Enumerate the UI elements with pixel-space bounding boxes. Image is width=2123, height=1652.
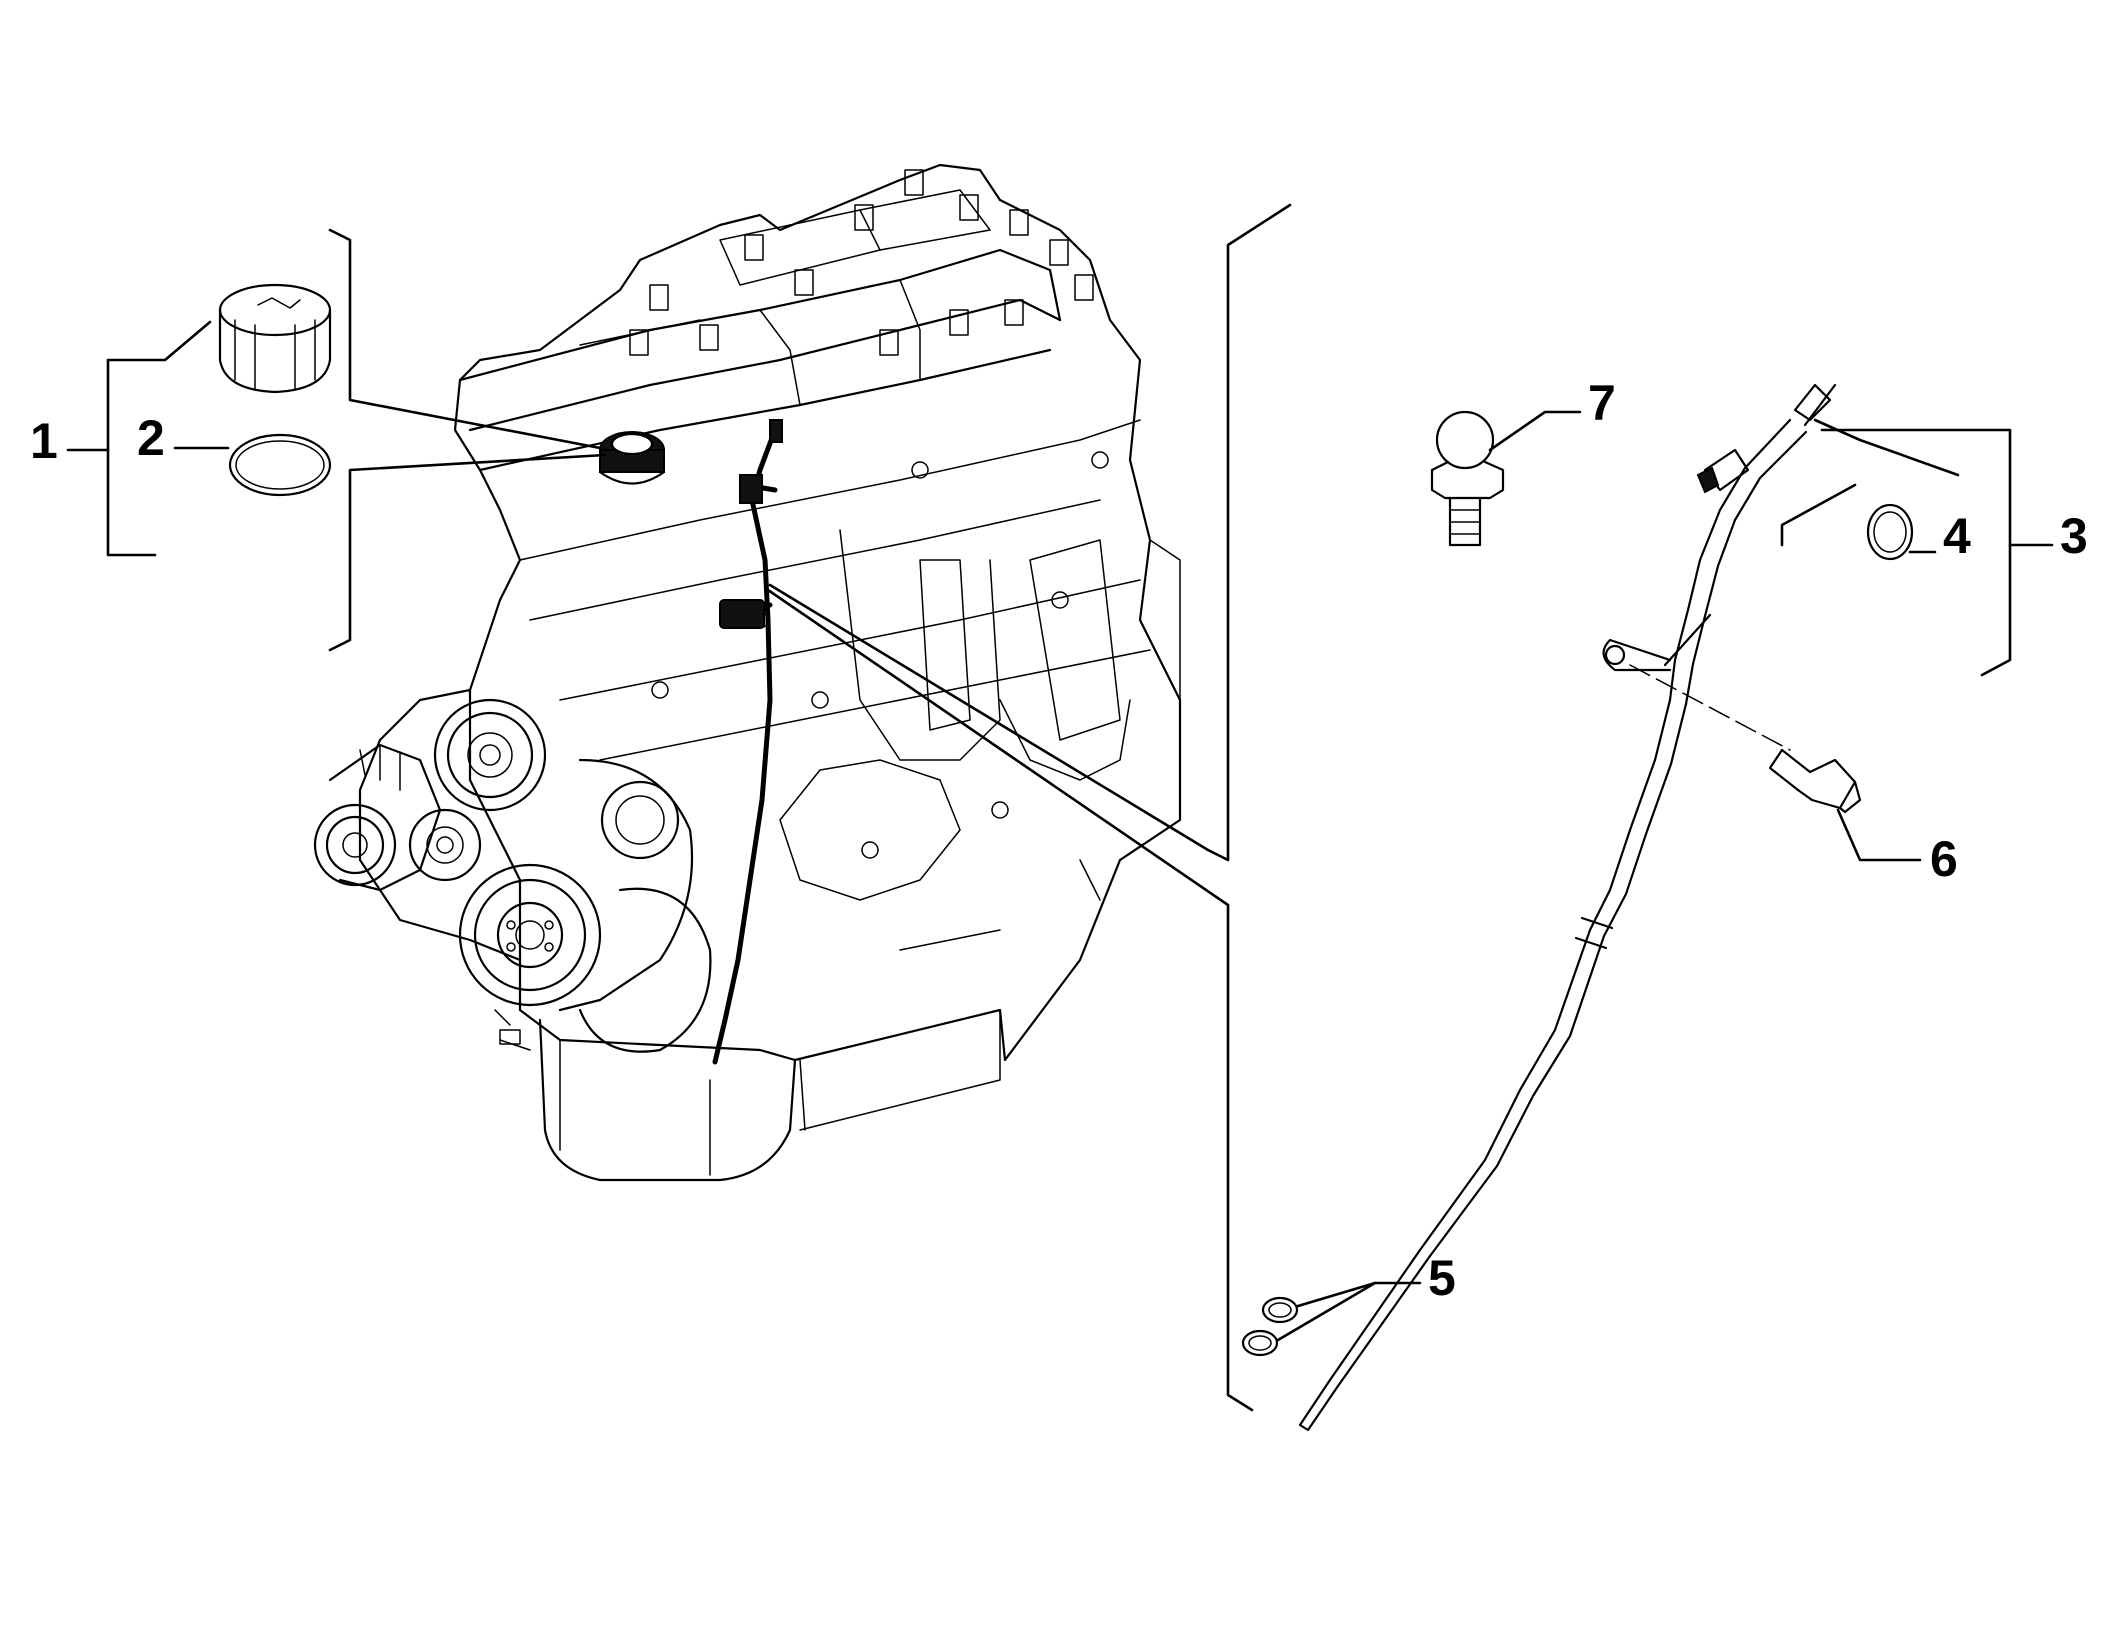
callout-1: 1	[30, 413, 58, 469]
alternator	[313, 743, 442, 892]
callout-3: 3	[2060, 508, 2088, 564]
group-brackets	[66, 203, 2054, 1412]
idler-pulley	[408, 808, 482, 882]
callout-2: 2	[137, 410, 165, 466]
engine-dipstick-tube	[712, 419, 783, 1065]
callout-labels: 1 2 3 4 5 6 7	[30, 375, 2088, 1306]
o-ring-icon	[173, 433, 332, 497]
callout-6: 6	[1930, 831, 1958, 887]
callout-4: 4	[1943, 508, 1971, 564]
crank-pulley	[458, 863, 602, 1007]
callout-7: 7	[1588, 375, 1616, 431]
dipstick-tube-icon	[1298, 383, 1837, 1432]
o-ring-pair-icon	[1241, 1281, 1422, 1357]
engine-oil-cap	[598, 431, 666, 485]
callout-5: 5	[1428, 1250, 1456, 1306]
upper-pulley	[433, 698, 547, 812]
oil-filler-cap-icon	[218, 283, 332, 394]
engine-assembly-illustration	[313, 163, 1182, 1182]
bolt-icon	[1768, 748, 1922, 862]
ball-stud-icon	[1430, 410, 1582, 547]
seal-ring-icon	[1866, 503, 1937, 561]
